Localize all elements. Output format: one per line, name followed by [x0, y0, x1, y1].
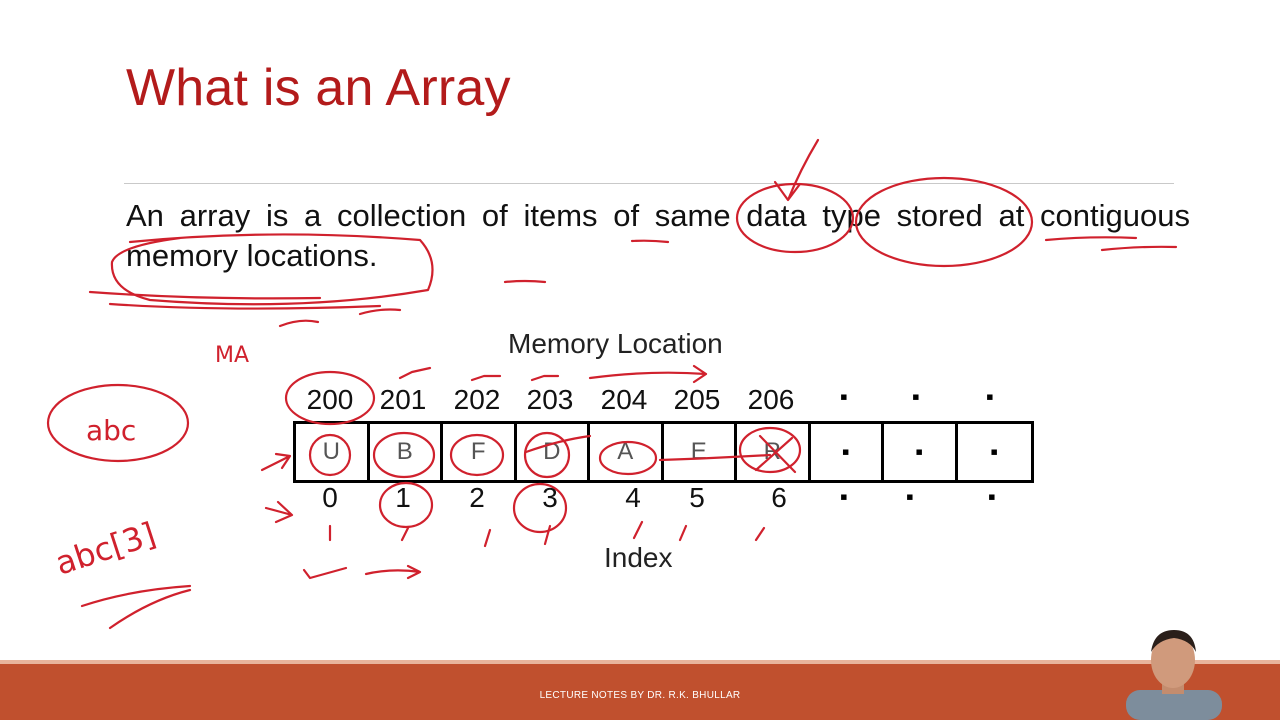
presenter-face [1151, 632, 1195, 688]
slide-title: What is an Array [126, 59, 511, 117]
address-201: 201 [379, 384, 427, 415]
index-continuation-3: ▪ [988, 484, 996, 509]
ink-underline-abc-3 [80, 584, 192, 630]
ink-scribble-2 [278, 308, 402, 328]
address-200: 200 [306, 384, 354, 415]
index-continuation-2: ▪ [906, 484, 914, 509]
ink-underline-locations [503, 279, 547, 284]
array-cell-continuation: ▪ [811, 424, 884, 480]
ink-text-abc: abc [86, 414, 136, 447]
array-cell: A [590, 424, 664, 480]
index-label: Index [604, 542, 673, 573]
array-cell: B [370, 424, 443, 480]
footer-credit: LECTURE NOTES BY DR. R.K. BHULLAR [539, 690, 741, 701]
ink-arrows-index [328, 520, 766, 548]
address-206: 206 [747, 384, 795, 415]
array-cell: U [296, 424, 370, 480]
index-0: 0 [322, 482, 338, 513]
title-divider [124, 183, 1174, 184]
ink-check-bottom [302, 566, 348, 580]
array-cell: D [517, 424, 590, 480]
presenter-torso [1126, 690, 1222, 720]
array-cell: E [664, 424, 737, 480]
presenter-hair [1151, 630, 1196, 652]
address-205: 205 [673, 384, 721, 415]
ink-arrow-to-same [773, 138, 820, 202]
index-1: 1 [395, 482, 411, 513]
index-5: 5 [689, 482, 705, 513]
ink-arrow-to-cells [260, 452, 292, 472]
footer-bar [0, 664, 1280, 720]
array-cells: U B F D A E R ▪ ▪ ▪ [293, 421, 1034, 483]
address-202: 202 [453, 384, 501, 415]
array-cell: R [737, 424, 811, 480]
index-6: 6 [771, 482, 787, 513]
address-204: 204 [600, 384, 648, 415]
address-continuation-1: ▪ [840, 384, 848, 409]
array-cell-continuation: ▪ [884, 424, 958, 480]
index-continuation-1: ▪ [840, 484, 848, 509]
memory-location-label: Memory Location [508, 328, 723, 359]
array-cell: F [443, 424, 517, 480]
ink-ticks-addresses [398, 364, 708, 384]
ink-circle-abc [46, 383, 190, 463]
definition-text: An array is a collection of items of sam… [126, 198, 1190, 273]
index-2: 2 [469, 482, 485, 513]
address-203: 203 [526, 384, 574, 415]
index-4: 4 [625, 482, 641, 513]
address-continuation-2: ▪ [912, 384, 920, 409]
footer-accent-line [0, 660, 1280, 664]
ink-arrow-bottom [364, 564, 422, 580]
presenter-webcam [1126, 630, 1222, 720]
ink-arrow-to-index [264, 500, 294, 524]
ink-scribble-1 [88, 290, 382, 310]
index-3: 3 [542, 482, 558, 513]
address-continuation-3: ▪ [986, 384, 994, 409]
array-cell-continuation: ▪ [990, 439, 999, 464]
ink-text-abc-3: abc[3] [51, 515, 161, 583]
ink-text-ma: MA [215, 343, 249, 368]
